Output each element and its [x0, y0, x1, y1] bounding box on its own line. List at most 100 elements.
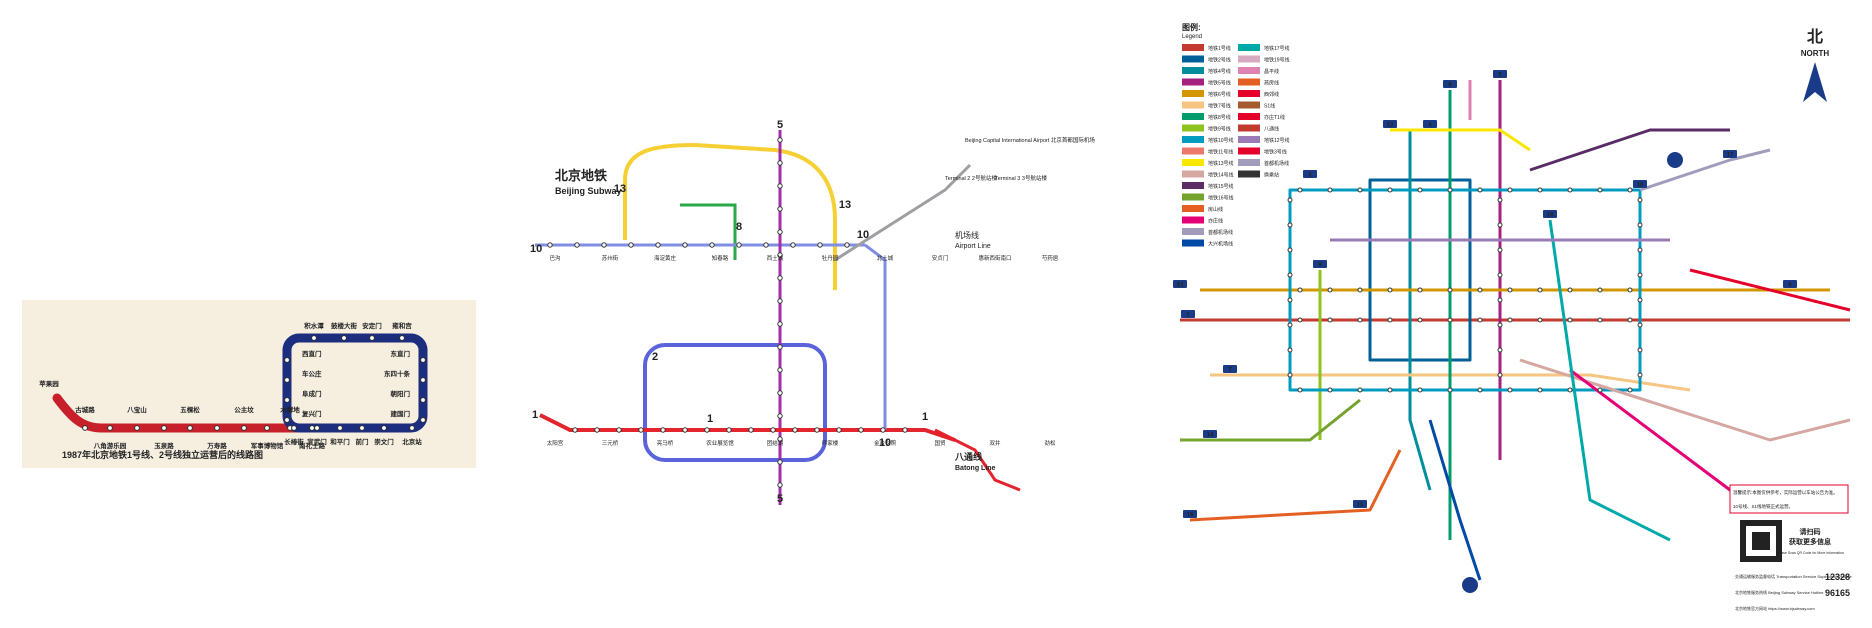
- line5-station-marker: [777, 367, 783, 373]
- subway-line-track: [1210, 373, 1691, 392]
- line2-station-label: 宣武门: [307, 437, 327, 446]
- station-marker: [1537, 287, 1543, 293]
- line10-station-marker: [547, 242, 553, 248]
- website-label: 北京地铁官方网站 https://www.bjsubway.com: [1735, 605, 1815, 611]
- line2-station-label: 朝阳门: [391, 389, 411, 398]
- station-label: 劲松: [1044, 439, 1056, 447]
- station-marker: [1327, 387, 1333, 393]
- station-marker: [1387, 387, 1393, 393]
- line10-number: 10: [879, 437, 891, 449]
- line-tag-label: 19: [1547, 213, 1554, 219]
- legend-item-label: 地铁2号线: [1208, 57, 1231, 64]
- subway-line-track: [1408, 130, 1432, 491]
- station-marker: [1357, 287, 1363, 293]
- legend-title: 图例:: [1182, 22, 1201, 32]
- station-marker: [1287, 272, 1293, 278]
- legend-swatch: [1182, 205, 1204, 212]
- station-marker: [1627, 317, 1633, 323]
- line1-station-marker: [264, 425, 270, 431]
- station-label: 知春路: [712, 254, 729, 262]
- legend-item-label: 大兴机场线: [1208, 241, 1233, 248]
- station-label: 亮马桥: [657, 439, 674, 447]
- legend-item-label: 八通线: [1264, 126, 1279, 133]
- station-marker: [1497, 272, 1503, 278]
- line-tag-label: 15: [1357, 503, 1364, 509]
- line-tag-badge: [1183, 510, 1197, 518]
- line-tag-label: 17: [1727, 153, 1734, 159]
- station-marker: [1287, 372, 1293, 378]
- legend-item-label: 西郊线: [1264, 91, 1279, 98]
- line1-station-marker: [726, 427, 732, 433]
- legend-swatch: [1238, 170, 1260, 178]
- line-tag-label: 7: [1228, 368, 1232, 374]
- station-label: 国贸: [934, 439, 946, 447]
- line5-station-marker: [777, 413, 783, 419]
- legend-subtitle: Legend: [1182, 34, 1202, 40]
- qr-label-cn-2: 获取更多信息: [1788, 537, 1831, 546]
- station-marker: [1477, 317, 1483, 323]
- line-tag-badge: [1383, 120, 1397, 128]
- station-label: 牡丹园: [822, 254, 839, 262]
- legend-item-label: 地铁3号线: [1264, 149, 1287, 156]
- station-marker: [1637, 372, 1643, 378]
- station-marker: [1387, 317, 1393, 323]
- legend-swatch: [1182, 182, 1204, 189]
- station-marker: [1387, 287, 1393, 293]
- line1-station-label: 木樨地: [279, 405, 300, 414]
- station-label: 海淀黄庄: [654, 254, 677, 262]
- station-marker: [1477, 287, 1483, 293]
- airport-icon: [1667, 152, 1683, 168]
- station-marker: [1637, 297, 1643, 303]
- line2-station-label: 积水潭: [304, 321, 324, 330]
- station-marker: [1327, 287, 1333, 293]
- line1-station-marker: [616, 427, 622, 433]
- legend-swatch: [1238, 67, 1260, 74]
- station-marker: [1567, 187, 1573, 193]
- line5-station-marker: [777, 459, 783, 465]
- line1-track: [539, 413, 956, 442]
- station-marker: [1497, 372, 1503, 378]
- line5-station-marker: [777, 275, 783, 281]
- line-tag-badge: [1543, 210, 1557, 218]
- station-marker: [1357, 317, 1363, 323]
- station-marker: [1327, 317, 1333, 323]
- line5-station-marker: [777, 137, 783, 143]
- station-marker: [1567, 317, 1573, 323]
- line2-station-marker: [337, 425, 343, 431]
- line-tag-label: 16: [1187, 513, 1194, 519]
- line1-station-marker: [161, 425, 167, 431]
- line-tag-badge: [1423, 120, 1437, 128]
- line1-station-label: 军事博物馆: [251, 441, 284, 450]
- map-title-en: Beijing Subway: [555, 186, 622, 196]
- legend-swatch: [1238, 124, 1260, 132]
- station-label: 惠新西街南口: [978, 254, 1011, 262]
- legend-swatch: [1182, 193, 1204, 201]
- station-marker: [1417, 287, 1423, 293]
- station-marker: [1507, 387, 1513, 393]
- station-marker: [1507, 287, 1513, 293]
- line1-station-marker: [660, 427, 666, 433]
- line-tag-label: 14: [1207, 433, 1214, 439]
- line8-number: 8: [736, 221, 742, 233]
- legend-swatch: [1182, 159, 1204, 166]
- station-marker: [1627, 287, 1633, 293]
- subway-line-track: [1180, 398, 1361, 442]
- airport-line-label-cn: 机场线: [955, 230, 979, 240]
- line-tag-label: 4: [1428, 123, 1432, 129]
- airport-line-label-en: Airport Line: [955, 243, 991, 250]
- line-tag-label: 6: [1788, 283, 1792, 289]
- line10-east-track: [864, 243, 887, 430]
- line2-station-label: 车公庄: [302, 369, 322, 378]
- station-marker: [1287, 297, 1293, 303]
- line2-station-marker: [420, 357, 426, 363]
- line10-station-marker: [682, 242, 688, 248]
- line1-station-label: 公主坟: [234, 405, 254, 414]
- line-tag-label: 1: [1186, 313, 1190, 319]
- legend-swatch: [1182, 136, 1204, 143]
- line1-station-marker: [134, 425, 140, 431]
- line13-number: 13: [614, 183, 626, 195]
- station-marker: [1497, 222, 1503, 228]
- line2-station-marker: [284, 377, 290, 383]
